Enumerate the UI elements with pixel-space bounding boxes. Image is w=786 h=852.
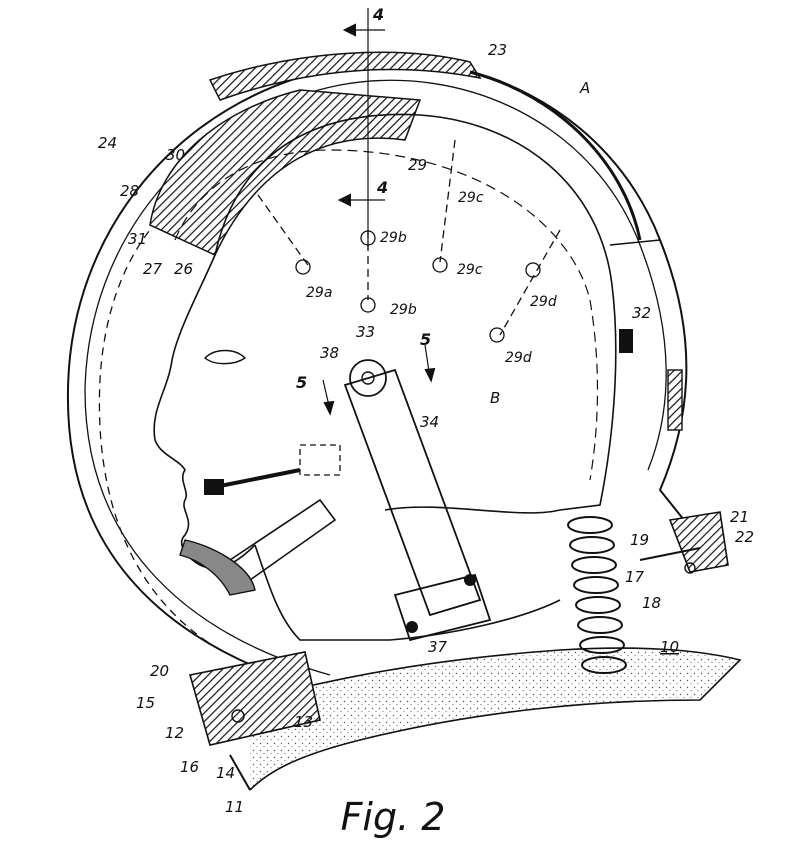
eye — [203, 349, 247, 365]
label-B: B — [490, 389, 500, 407]
label-30: 30 — [166, 146, 185, 164]
neck-ring-left — [188, 651, 321, 746]
label-20: 20 — [150, 662, 169, 680]
label-15: 15 — [136, 694, 155, 712]
chin-strap — [228, 498, 337, 582]
figure-caption: Fig. 2 — [340, 795, 446, 839]
microphone-boom — [209, 468, 301, 490]
label-18: 18 — [642, 594, 661, 612]
label-37: 37 — [428, 638, 448, 656]
label-28: 28 — [120, 182, 139, 200]
label-32: 32 — [632, 304, 651, 322]
label-10: 10 — [660, 638, 679, 656]
label-26: 26 — [174, 260, 193, 278]
label-24: 24 — [98, 134, 117, 152]
label-31: 31 — [128, 230, 147, 248]
latch-right — [667, 369, 683, 431]
neck — [254, 544, 561, 641]
label-38: 38 — [320, 344, 339, 362]
button-32 — [619, 329, 633, 353]
label-5-right: 5 — [420, 330, 431, 349]
label-12: 12 — [165, 724, 184, 742]
label-17: 17 — [625, 568, 645, 586]
label-29d-upper: 29d — [530, 294, 557, 310]
label-11: 11 — [225, 798, 244, 816]
top-shell-band — [208, 51, 482, 101]
label-29b-upper: 29b — [380, 230, 407, 246]
label-33: 33 — [356, 323, 375, 341]
neck-ring-right — [668, 511, 729, 573]
liner-A — [469, 70, 642, 241]
label-22: 22 — [735, 528, 754, 546]
label-29c-upper: 29c — [458, 190, 484, 206]
label-A: A — [579, 79, 590, 97]
suit-collar-10 — [249, 647, 742, 791]
label-19: 19 — [630, 531, 649, 549]
label-29: 29 — [408, 156, 427, 174]
label-29d-lower: 29d — [505, 350, 532, 366]
bellows-hose — [567, 516, 627, 674]
strap-34 — [343, 368, 482, 617]
reference-labels: 4 23 A 24 30 29 28 4 29c 29b 31 27 26 29… — [98, 5, 754, 816]
label-14: 14 — [216, 764, 235, 782]
face-profile — [153, 254, 256, 570]
label-29c-lower: 29c — [457, 262, 483, 278]
inner-helmet-B — [214, 113, 617, 514]
outer-shell — [66, 60, 701, 691]
padding-26 — [149, 89, 422, 256]
label-29b-lower: 29b — [390, 302, 417, 318]
label-16: 16 — [180, 758, 199, 776]
label-23: 23 — [488, 41, 507, 59]
label-27: 27 — [143, 260, 163, 278]
label-13: 13 — [294, 713, 313, 731]
label-4-top: 4 — [372, 5, 384, 24]
airflow-path — [98, 199, 221, 651]
pivot-38 — [349, 359, 387, 397]
label-21: 21 — [730, 508, 749, 526]
label-4-mid: 4 — [376, 178, 388, 197]
label-34: 34 — [420, 413, 439, 431]
label-5-left: 5 — [296, 373, 307, 392]
label-29a: 29a — [306, 285, 332, 301]
